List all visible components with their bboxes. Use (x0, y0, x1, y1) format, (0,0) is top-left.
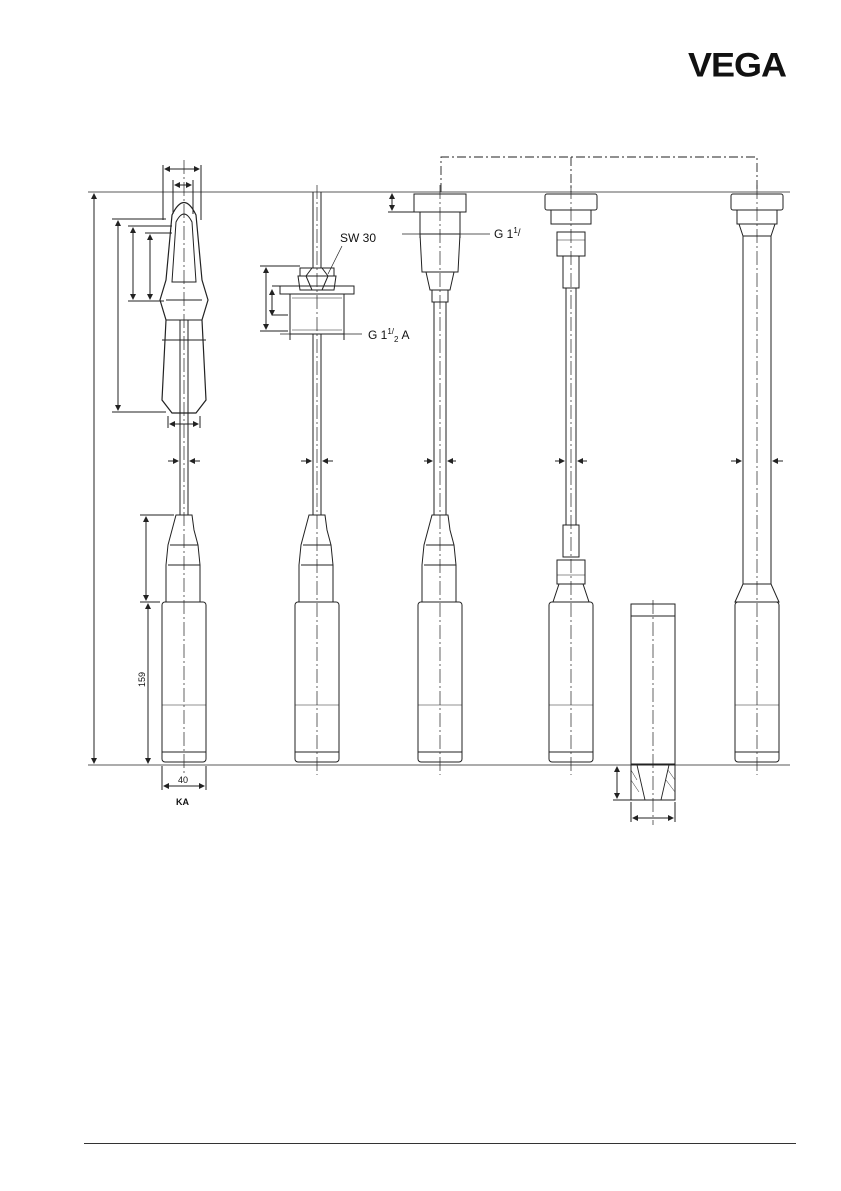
probe-suspension-clamp (112, 160, 208, 790)
thread-b-label: G 11/ (494, 226, 521, 241)
probe-screw-in (388, 185, 490, 775)
footer-rule (84, 1143, 796, 1144)
variant-code-label: KA (176, 797, 189, 807)
length-dimension-label: 159 (137, 672, 147, 687)
probe-threaded-gland (260, 185, 362, 775)
probe-rigid-tube (731, 185, 783, 775)
wrench-size-label: SW 30 (340, 231, 376, 245)
width-dimension-label: 40 (178, 775, 188, 785)
probe-tube-couplings (545, 185, 597, 775)
probe-protective-sleeve (613, 600, 675, 825)
